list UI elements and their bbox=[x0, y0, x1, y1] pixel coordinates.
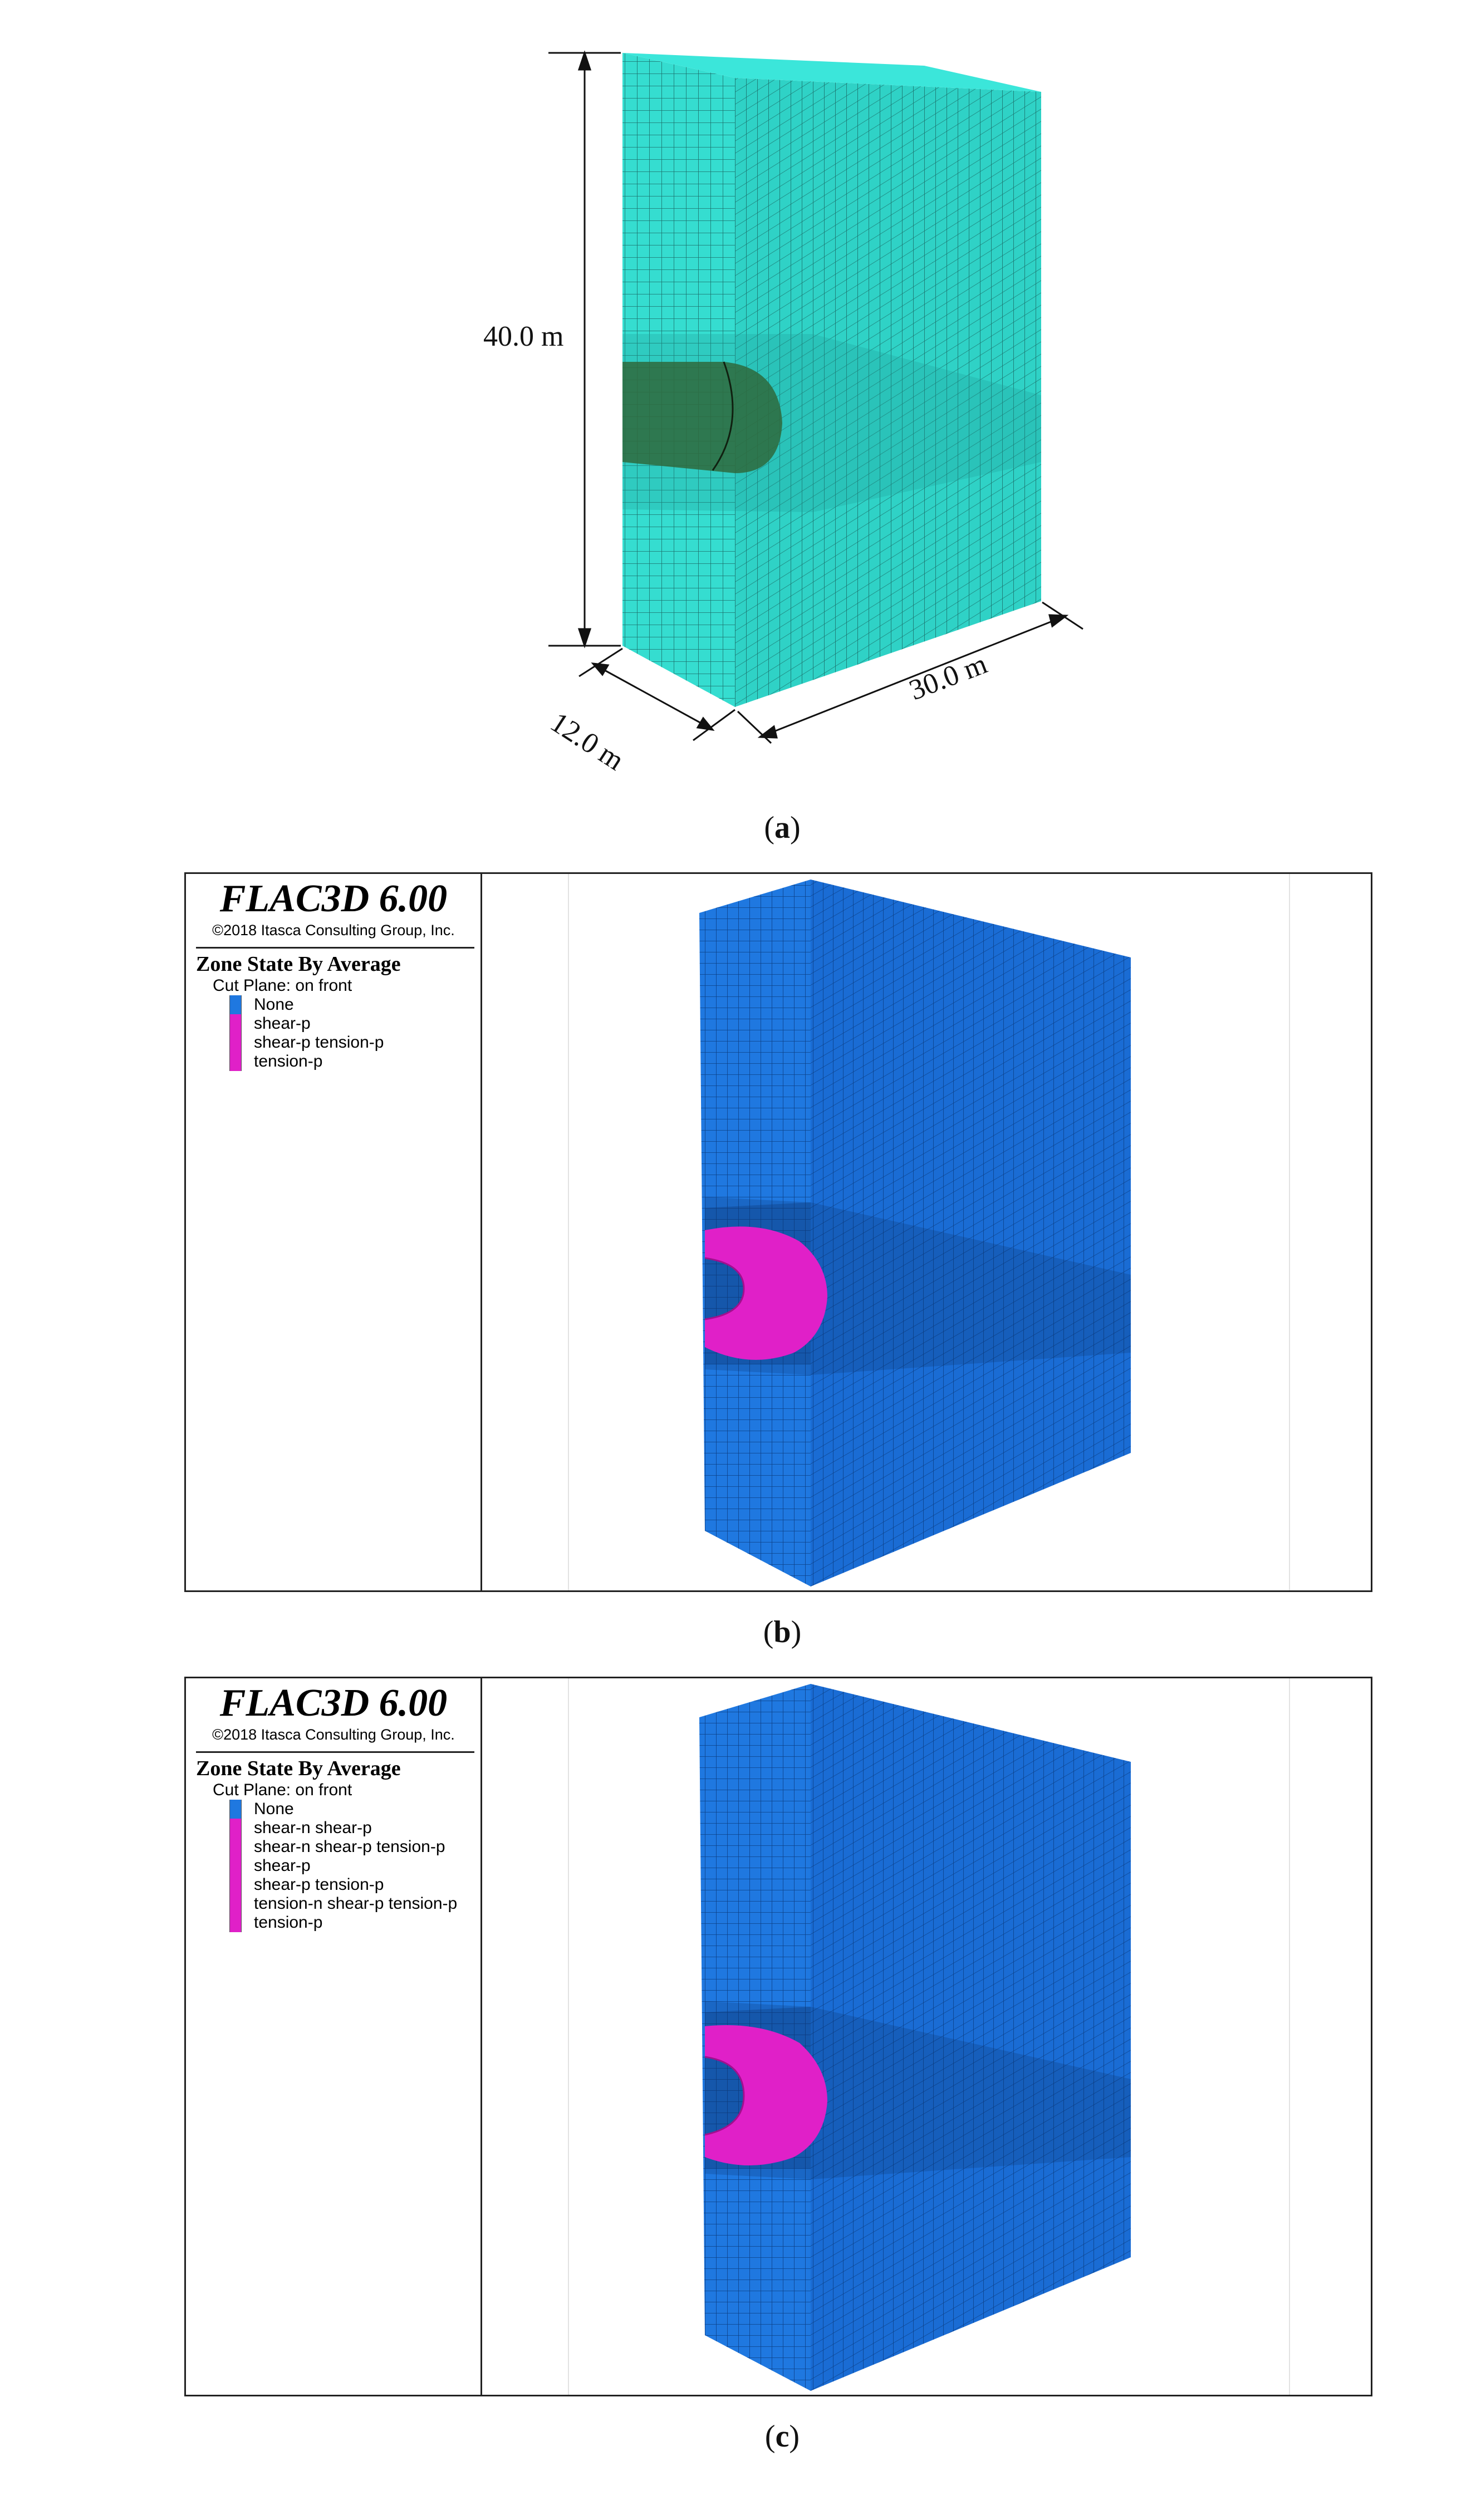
caption-c: (c) bbox=[764, 2419, 800, 2454]
legend-swatch bbox=[229, 1875, 242, 1894]
legend-item: shear-p tension-p bbox=[192, 1033, 480, 1052]
panel-c: FLAC3D 6.00 ©2018 Itasca Consulting Grou… bbox=[184, 1677, 1372, 2396]
model-viewport-b bbox=[482, 874, 1371, 1590]
legend-swatch bbox=[229, 1800, 242, 1819]
height-dimension-line bbox=[548, 50, 621, 649]
height-dimension-label: 40.0 m bbox=[483, 321, 564, 352]
legend-swatch bbox=[229, 1052, 242, 1071]
legend-b: FLAC3D 6.00 ©2018 Itasca Consulting Grou… bbox=[186, 874, 482, 1590]
width-dimension-line bbox=[737, 601, 1083, 744]
legend-swatch bbox=[229, 1838, 242, 1856]
legend-swatch bbox=[229, 1913, 242, 1932]
caption-b: (b) bbox=[763, 1615, 802, 1649]
plastic-zone-b bbox=[705, 1226, 827, 1360]
legend-item: shear-p bbox=[192, 1856, 480, 1875]
legend-item: shear-n shear-p tension-p bbox=[192, 1838, 480, 1856]
legend-swatch bbox=[229, 1014, 242, 1033]
legend-item: shear-n shear-p bbox=[192, 1819, 480, 1838]
software-title: FLAC3D 6.00 bbox=[219, 877, 448, 920]
software-title: FLAC3D 6.00 bbox=[219, 1682, 448, 1725]
legend-divider bbox=[196, 1751, 474, 1753]
legend-swatch bbox=[229, 1033, 242, 1052]
plastic-zone-c bbox=[705, 2025, 827, 2165]
legend-title: Zone State By Average bbox=[196, 952, 401, 976]
legend-item: shear-p tension-p bbox=[192, 1875, 480, 1894]
model-a-graphic bbox=[548, 50, 1083, 744]
legend-swatch bbox=[229, 995, 242, 1014]
panel-a: 40.0 m 12.0 m 30.0 m (a) bbox=[0, 0, 1476, 845]
legend-swatch bbox=[229, 1894, 242, 1913]
legend-title: Zone State By Average bbox=[196, 1757, 401, 1780]
model-a-top-face bbox=[622, 53, 1041, 92]
copyright-text: ©2018 Itasca Consulting Group, Inc. bbox=[212, 922, 455, 939]
legend-c: FLAC3D 6.00 ©2018 Itasca Consulting Grou… bbox=[186, 1678, 482, 2395]
legend-item: tension-p bbox=[192, 1913, 480, 1932]
legend-item: shear-p bbox=[192, 1014, 480, 1033]
cut-plane-label: Cut Plane: on front bbox=[213, 1781, 352, 1799]
excavation-region bbox=[622, 362, 782, 473]
legend-item: None bbox=[192, 995, 480, 1014]
legend-swatch bbox=[229, 1856, 242, 1875]
model-b-graphic bbox=[568, 874, 1290, 1590]
legend-item: tension-p bbox=[192, 1052, 480, 1071]
legend-swatch bbox=[229, 1819, 242, 1838]
legend-item: tension-n shear-p tension-p bbox=[192, 1894, 480, 1913]
legend-item: None bbox=[192, 1800, 480, 1819]
cut-plane-label: Cut Plane: on front bbox=[213, 976, 352, 995]
legend-divider bbox=[196, 947, 474, 949]
caption-a: (a) bbox=[764, 810, 801, 845]
copyright-text: ©2018 Itasca Consulting Group, Inc. bbox=[212, 1726, 455, 1743]
model-c-graphic bbox=[568, 1678, 1290, 2395]
model-viewport-c bbox=[482, 1678, 1371, 2395]
panel-b: FLAC3D 6.00 ©2018 Itasca Consulting Grou… bbox=[184, 872, 1372, 1592]
depth-dimension-line bbox=[578, 647, 735, 741]
